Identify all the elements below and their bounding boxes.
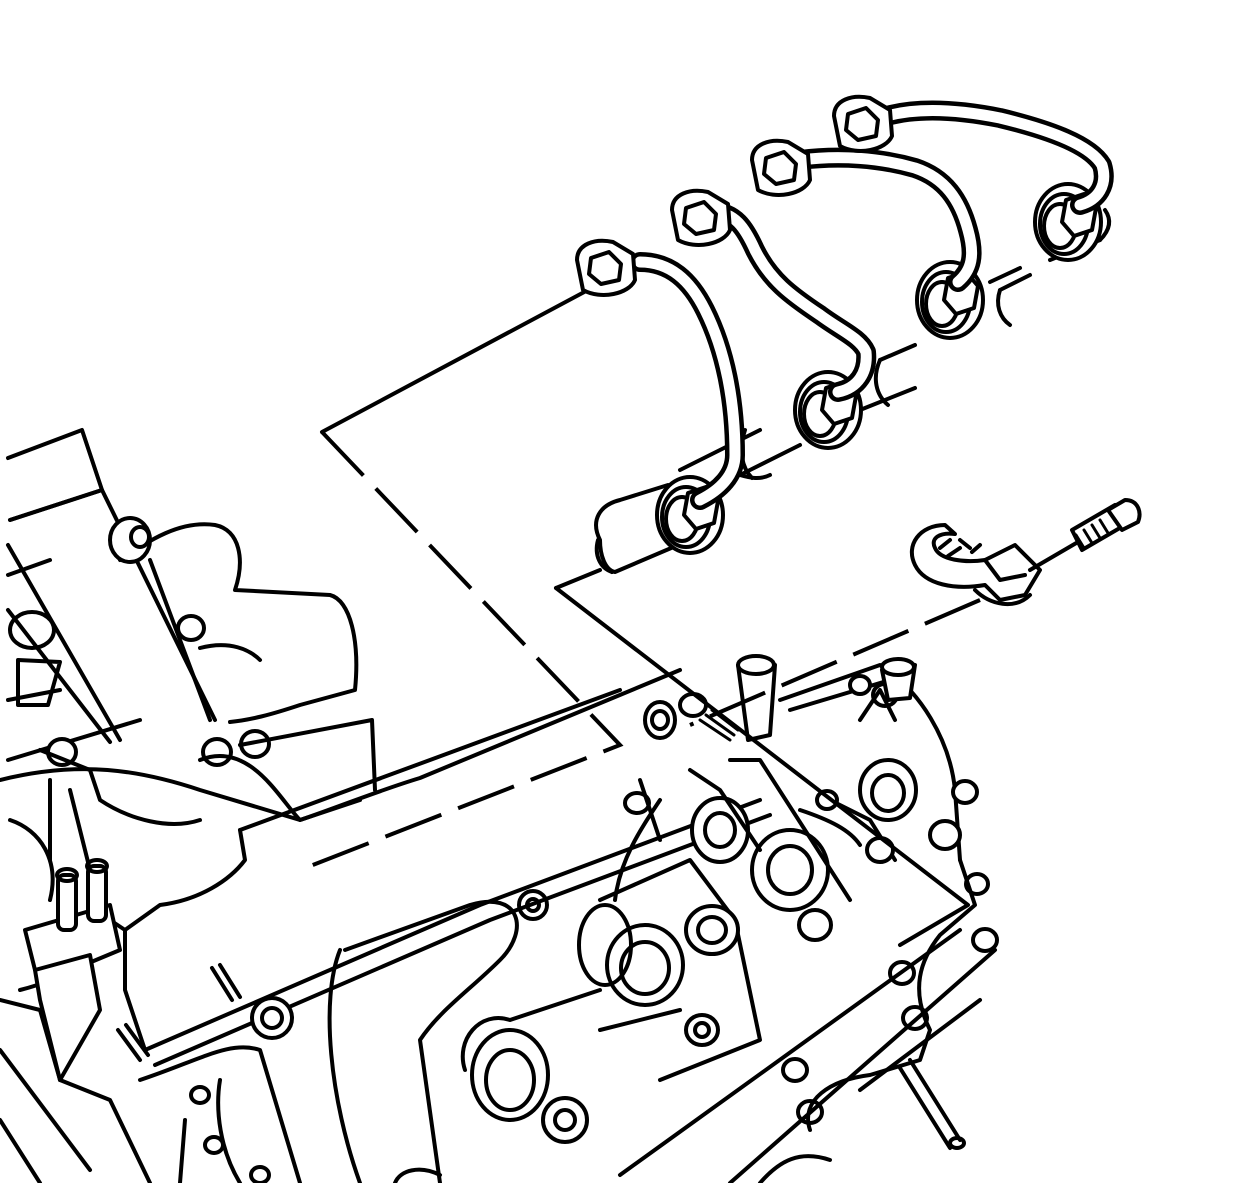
bolt-icon — [1028, 498, 1142, 572]
engine-block-icon — [0, 428, 999, 1183]
retaining-clip-icon — [909, 523, 1042, 607]
alignment-guide-lines — [299, 430, 981, 947]
injection-line-icon — [575, 94, 1114, 510]
